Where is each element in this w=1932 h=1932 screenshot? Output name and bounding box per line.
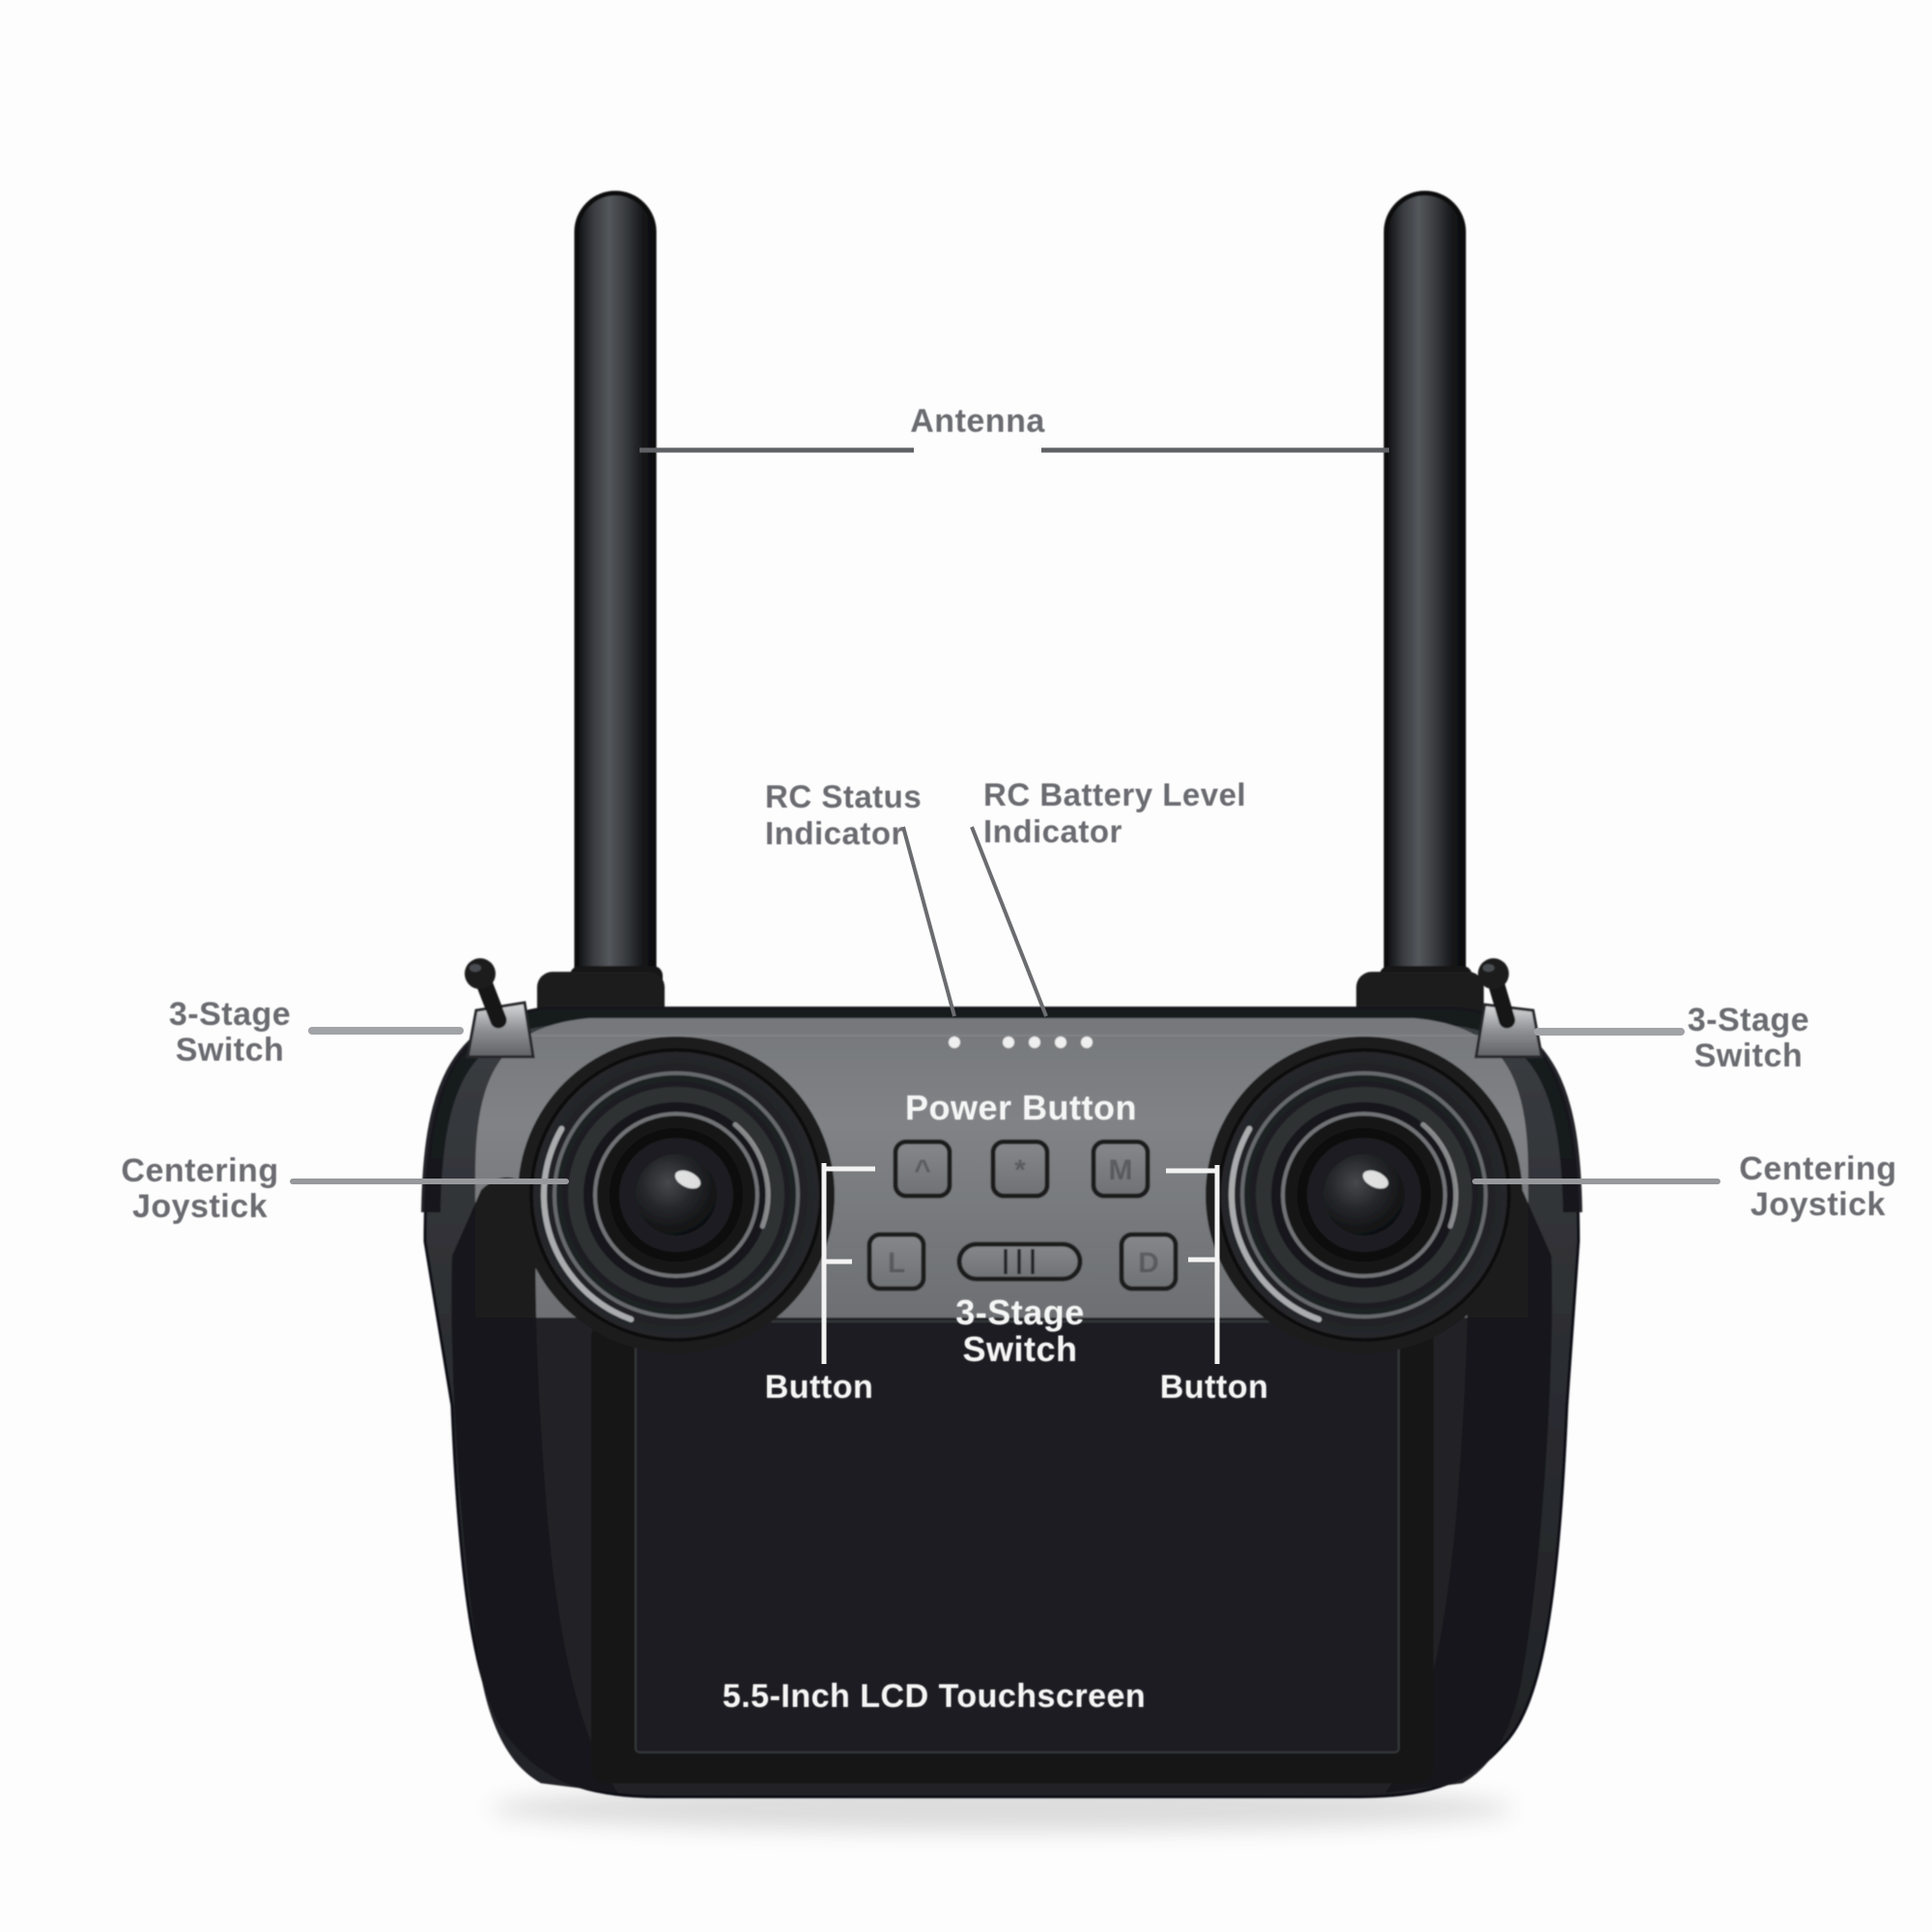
rc-status-indicator-label: RC Status Indicator xyxy=(765,779,923,851)
key-mid-left[interactable]: L xyxy=(867,1232,926,1292)
center-three-stage-switch-label: 3-Stage Switch xyxy=(955,1293,1085,1369)
key-mid-left-glyph-icon: L xyxy=(888,1247,905,1279)
three-stage-toggle-switch-right[interactable] xyxy=(1474,958,1544,1059)
three-stage-switch-left-label: 3-Stage Switch xyxy=(168,996,292,1068)
power-button-label: Power Button xyxy=(905,1088,1137,1127)
antenna-label-text: Antenna xyxy=(910,403,1045,440)
key-top-1[interactable]: ^ xyxy=(893,1139,952,1199)
rc-battery-level-indicator-label: RC Battery Level Indicator xyxy=(983,777,1247,849)
antenna-label: Antenna xyxy=(910,404,1045,440)
grip-left xyxy=(451,1177,618,1793)
key-mid-right-glyph-icon: D xyxy=(1138,1247,1159,1279)
top-bevel xyxy=(421,1007,1582,1213)
key-top-3-glyph-icon: M xyxy=(1109,1154,1133,1186)
centering-joystick-right-label: Centering Joystick xyxy=(1739,1151,1897,1223)
three-stage-slider-switch[interactable] xyxy=(956,1241,1083,1282)
rc-status-indicator-led xyxy=(949,1037,960,1048)
centering-joystick-left-label: Centering Joystick xyxy=(121,1152,279,1225)
key-top-2-power[interactable]: * xyxy=(990,1139,1050,1199)
power-button-glyph-icon: * xyxy=(1014,1154,1026,1186)
button-left-label: Button xyxy=(764,1369,874,1406)
three-stage-switch-right-label: 3-Stage Switch xyxy=(1687,1002,1810,1074)
key-top-3[interactable]: M xyxy=(1091,1139,1151,1199)
grip-right xyxy=(1385,1177,1552,1793)
key-mid-right[interactable]: D xyxy=(1119,1232,1179,1292)
touchscreen-label: 5.5-Inch LCD Touchscreen xyxy=(722,1678,1147,1715)
lcd-touchscreen[interactable] xyxy=(635,1321,1400,1753)
leader-lines xyxy=(290,447,1720,1364)
key-top-1-glyph-icon: ^ xyxy=(914,1154,931,1186)
rc-battery-level-indicator-leds xyxy=(1003,1037,1093,1048)
three-stage-toggle-switch-left[interactable] xyxy=(465,958,535,1059)
button-right-label: Button xyxy=(1159,1369,1269,1406)
